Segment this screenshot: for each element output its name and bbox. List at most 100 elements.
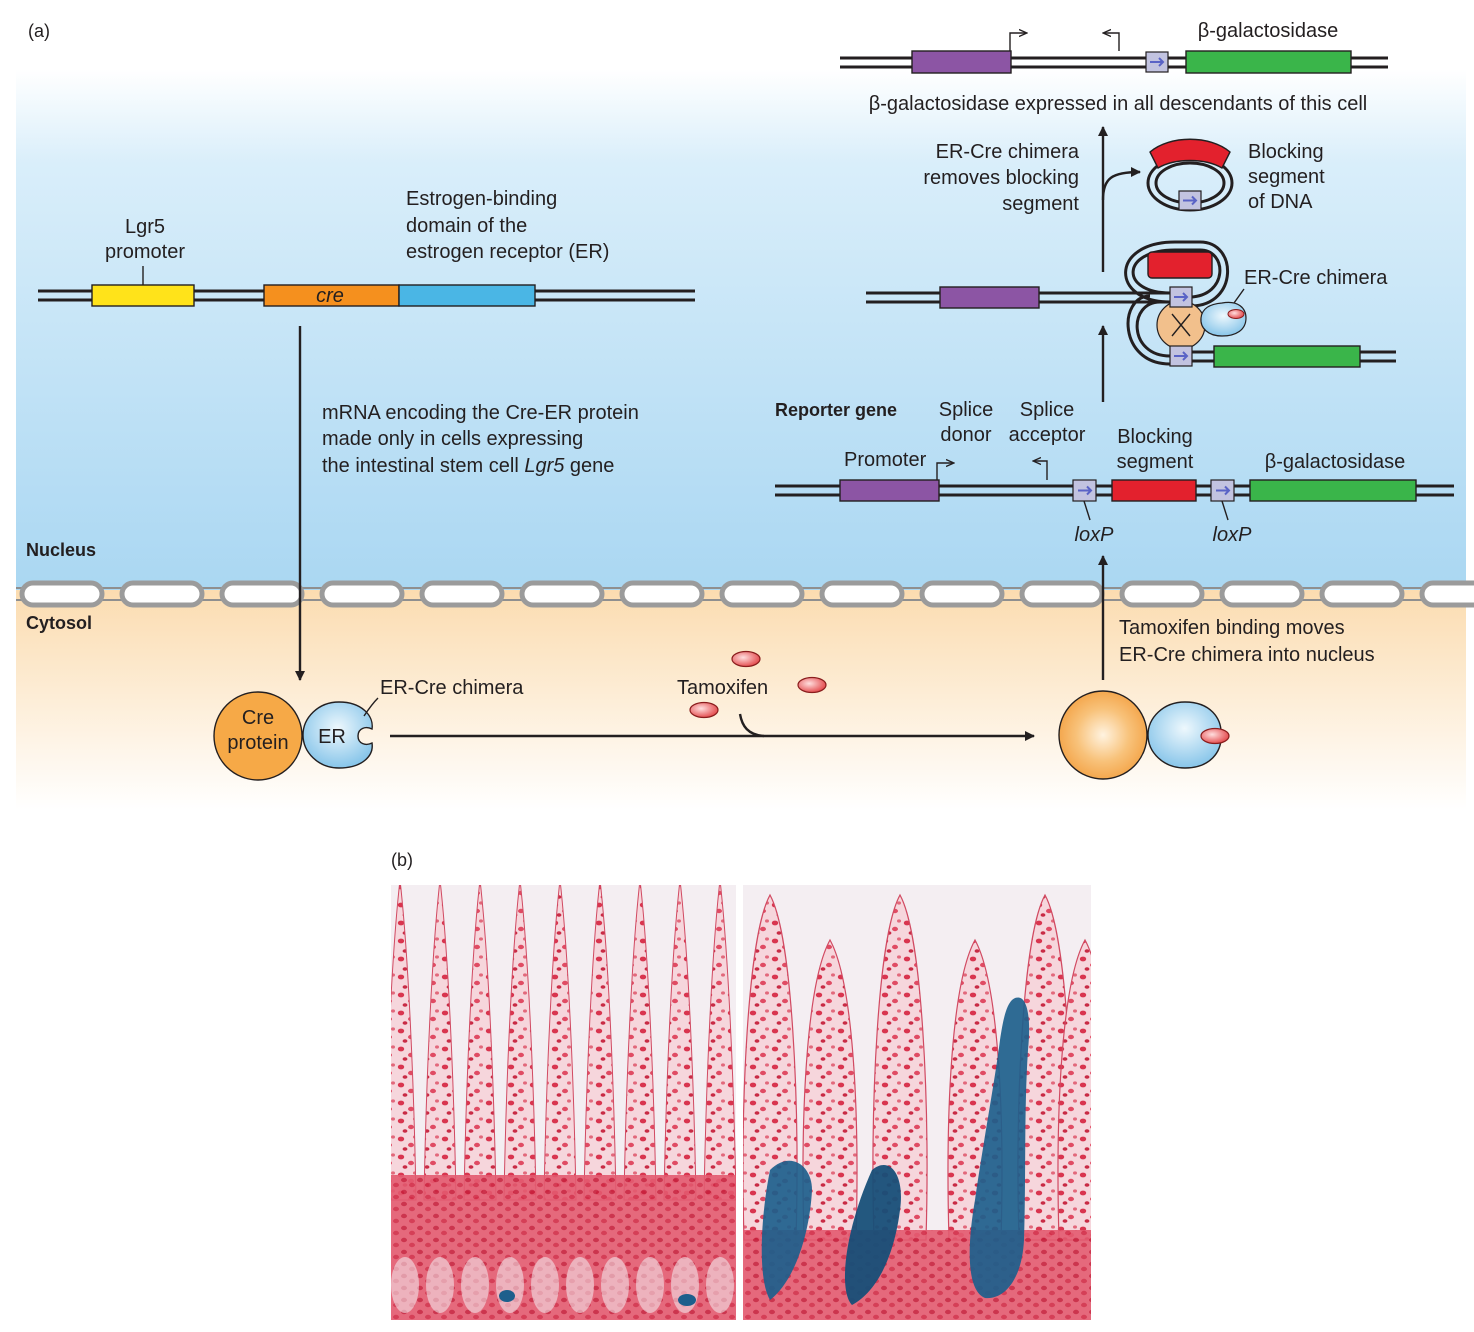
loop-chimera-label: ER-Cre chimera bbox=[1244, 267, 1388, 289]
loxp-arrow-icon bbox=[1216, 485, 1231, 496]
membrane-segment bbox=[1019, 580, 1105, 608]
excised-blocking-circle bbox=[1146, 138, 1234, 212]
membrane-segment bbox=[519, 580, 605, 608]
membrane-segment bbox=[219, 580, 305, 608]
villus bbox=[872, 893, 928, 1241]
removes-label-3: segment bbox=[1002, 193, 1079, 215]
loop-blocking-segment bbox=[1147, 251, 1213, 279]
loop-er-protein bbox=[1200, 301, 1247, 337]
splice-donor-label-2: donor bbox=[940, 424, 991, 446]
micrograph-control bbox=[391, 885, 736, 1320]
final-caption: β-galactosidase expressed in all descend… bbox=[869, 93, 1367, 115]
loop-promoter-box bbox=[939, 286, 1040, 309]
villus bbox=[583, 885, 617, 1201]
xgal-stain-spot bbox=[499, 1290, 515, 1302]
cre-protein-label-1: Cre bbox=[242, 707, 274, 729]
membrane-segment bbox=[619, 580, 705, 608]
xgal-stain-lineage bbox=[761, 1160, 812, 1300]
cre-protein-bound bbox=[1058, 690, 1148, 780]
bgal-label: β-galactosidase bbox=[1265, 451, 1405, 473]
er-domain-label-3: estrogen receptor (ER) bbox=[406, 241, 609, 263]
villus bbox=[802, 938, 858, 1241]
reporter-promoter-box bbox=[839, 479, 940, 502]
villus bbox=[423, 885, 457, 1201]
excised-label-3: of DNA bbox=[1248, 191, 1313, 213]
reporter-promoter-label: Promoter bbox=[844, 449, 927, 471]
nuclear-membrane bbox=[16, 580, 1474, 608]
crypt-lumen bbox=[391, 1257, 419, 1313]
mrna-text-3: the intestinal stem cell Lgr5 gene bbox=[322, 455, 614, 477]
tamoxifen-molecule bbox=[1200, 727, 1230, 745]
panel-a-tag: (a) bbox=[28, 21, 50, 41]
xgal-stain-lineage bbox=[844, 1164, 901, 1305]
tamoxifen-molecule bbox=[1227, 309, 1245, 319]
villus bbox=[463, 885, 497, 1201]
splice-donor-label-1: Splice bbox=[939, 399, 993, 421]
crypt-lumen bbox=[706, 1257, 734, 1313]
recombination-loop bbox=[866, 240, 1396, 368]
villus bbox=[503, 885, 537, 1201]
membrane-segment bbox=[1419, 580, 1474, 608]
crypt-lumen bbox=[636, 1257, 664, 1313]
panel-b-tag: (b) bbox=[391, 850, 413, 870]
membrane-segment bbox=[819, 580, 905, 608]
splice-acceptor-label-2: acceptor bbox=[1009, 424, 1086, 446]
crypt-lumen bbox=[601, 1257, 629, 1313]
micrograph-tamoxifen bbox=[743, 885, 1091, 1320]
lgr5-promoter-box bbox=[91, 284, 195, 307]
transgene-dna bbox=[38, 266, 695, 307]
splice-acceptor-label-1: Splice bbox=[1020, 399, 1074, 421]
loxp-arrow-icon bbox=[1150, 57, 1165, 67]
membrane-segment bbox=[1319, 580, 1405, 608]
cre-protein-label-2: protein bbox=[227, 732, 288, 754]
crypt-lumen bbox=[531, 1257, 559, 1313]
tamoxifen-move-1: Tamoxifen binding moves bbox=[1119, 617, 1345, 639]
final-promoter-box bbox=[911, 50, 1012, 74]
chimera-label-cytosol: ER-Cre chimera bbox=[380, 677, 524, 699]
removes-label-2: removes blocking bbox=[923, 167, 1079, 189]
er-protein bbox=[302, 701, 373, 769]
crypt-lumen bbox=[566, 1257, 594, 1313]
membrane-segment bbox=[319, 580, 405, 608]
membrane-segment bbox=[919, 580, 1005, 608]
excised-label-1: Blocking bbox=[1248, 141, 1324, 163]
blocking-segment-box bbox=[1111, 479, 1197, 502]
excised-label-2: segment bbox=[1248, 166, 1325, 188]
tamoxifen-molecule bbox=[797, 676, 827, 694]
blocking-label-1: Blocking bbox=[1117, 426, 1193, 448]
recombined-dna bbox=[840, 33, 1388, 74]
membrane-segment bbox=[119, 580, 205, 608]
promoter-label: promoter bbox=[105, 241, 185, 263]
villus bbox=[703, 885, 736, 1201]
mrna-text-2: made only in cells expressing bbox=[322, 428, 583, 450]
final-bgal-label: β-galactosidase bbox=[1198, 20, 1338, 42]
tamoxifen-move-2: ER-Cre chimera into nucleus bbox=[1119, 644, 1375, 666]
villus bbox=[743, 893, 798, 1241]
xgal-stain-lineage bbox=[969, 997, 1030, 1299]
loxp-label-1: loxP bbox=[1075, 524, 1115, 546]
crypt-lumen bbox=[461, 1257, 489, 1313]
reporter-title: Reporter gene bbox=[775, 400, 897, 420]
loxp-arrow-icon bbox=[1078, 485, 1093, 496]
chimera-pointer bbox=[363, 697, 379, 717]
removes-label-1: ER-Cre chimera bbox=[936, 141, 1080, 163]
mrna-text-1: mRNA encoding the Cre-ER protein bbox=[322, 402, 639, 424]
er-domain-label-2: domain of the bbox=[406, 215, 527, 237]
cytosol-label: Cytosol bbox=[26, 613, 92, 633]
membrane-segment bbox=[419, 580, 505, 608]
cre-er-chimera-unbound bbox=[213, 691, 373, 781]
villus bbox=[663, 885, 697, 1201]
bgal-gene-box bbox=[1249, 479, 1417, 502]
cre-gene-label: cre bbox=[316, 285, 344, 307]
cre-er-chimera-bound bbox=[1058, 690, 1230, 780]
villus bbox=[391, 885, 417, 1201]
villus bbox=[623, 885, 657, 1201]
cre-protein bbox=[213, 691, 303, 781]
er-domain-label-1: Estrogen-binding bbox=[406, 188, 557, 210]
membrane-segment bbox=[719, 580, 805, 608]
er-domain-box bbox=[398, 284, 536, 307]
blocking-label-2: segment bbox=[1117, 451, 1194, 473]
xgal-stain-spot bbox=[678, 1294, 696, 1306]
lgr5-label: Lgr5 bbox=[125, 216, 165, 238]
